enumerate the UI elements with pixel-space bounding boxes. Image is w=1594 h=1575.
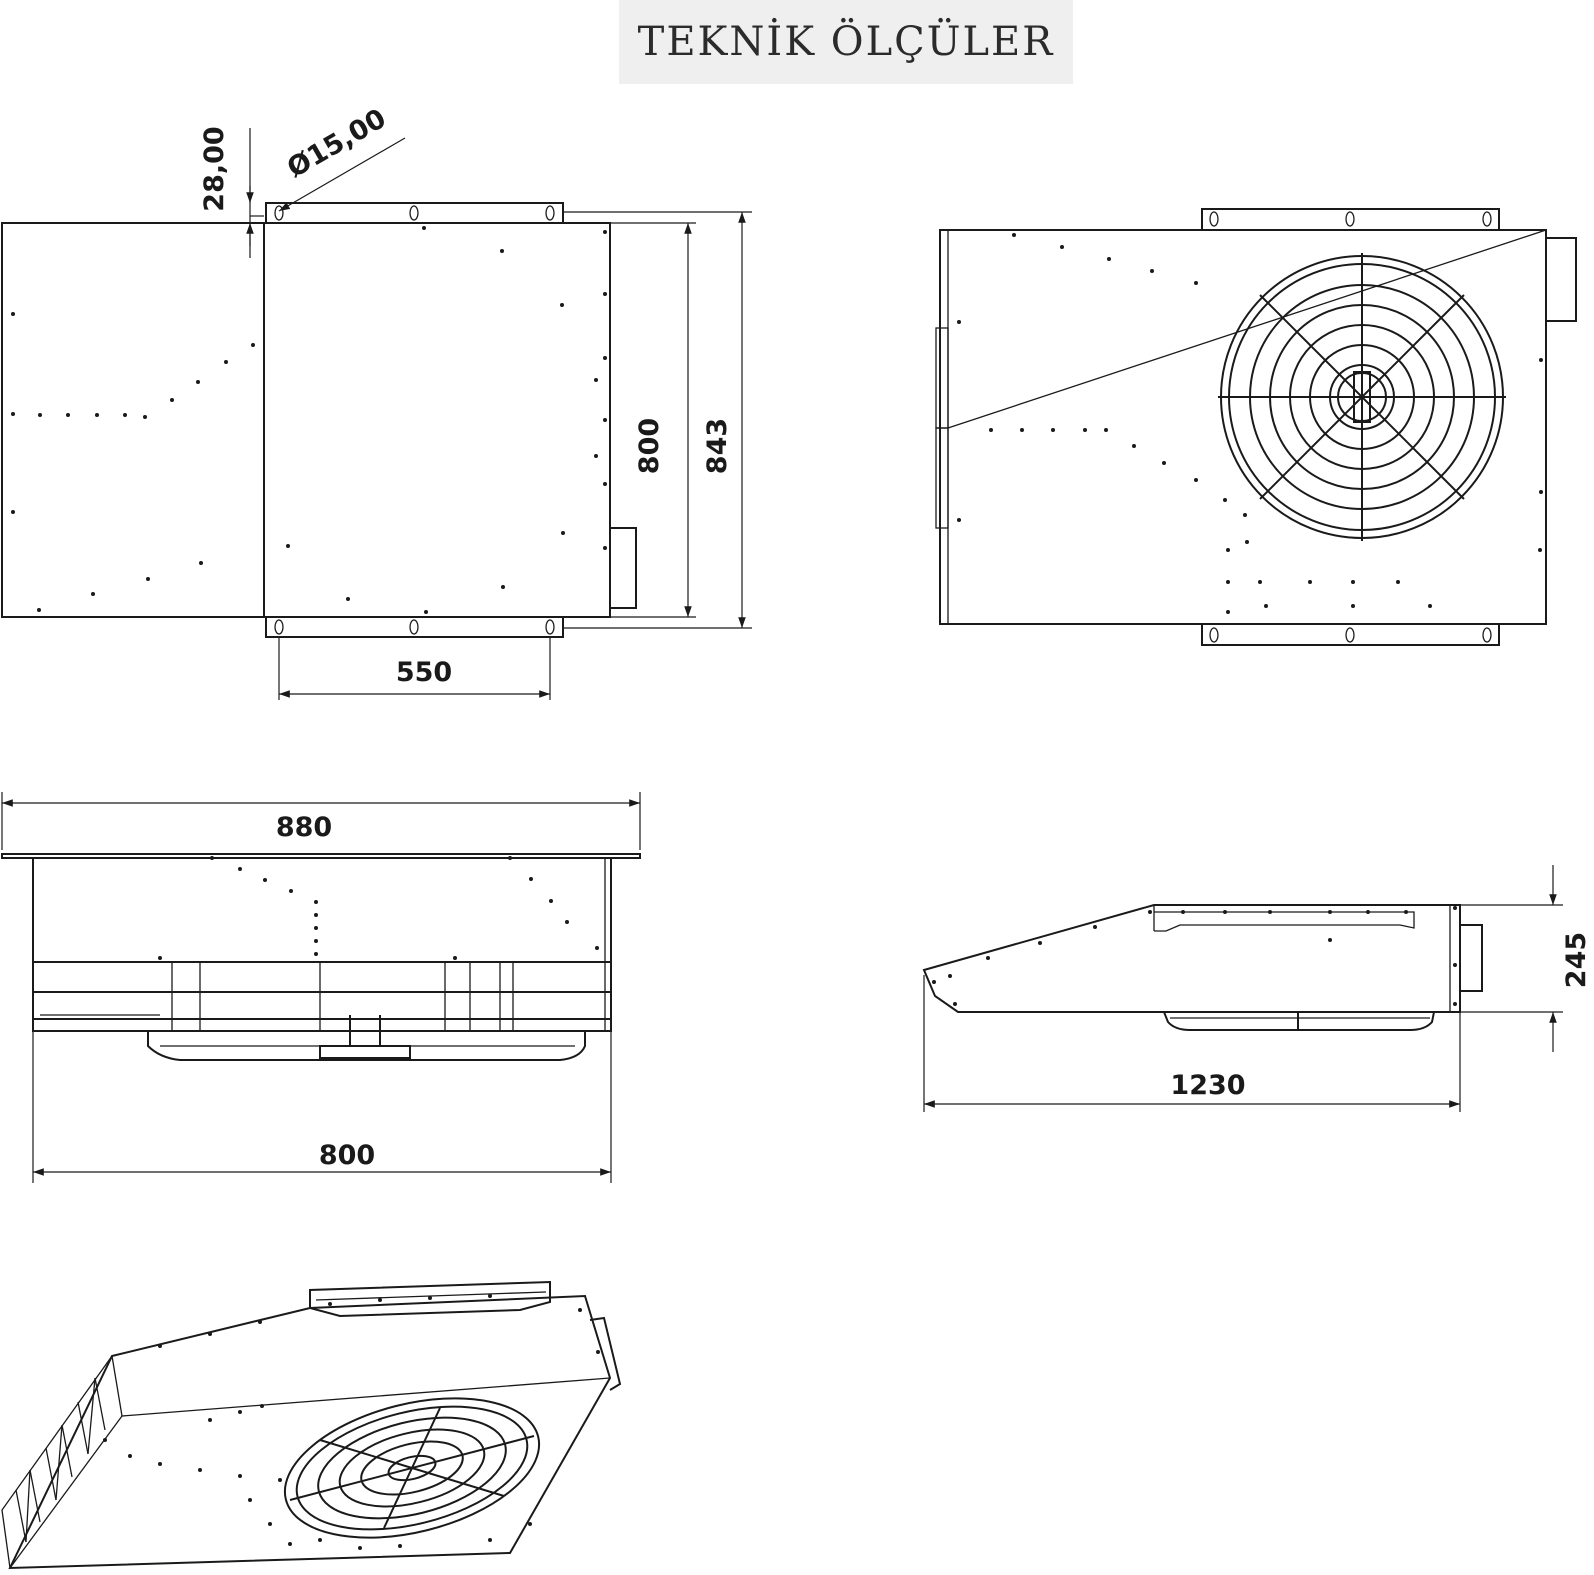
inner-height-label: 800 <box>634 418 665 474</box>
outer-height-label: 843 <box>702 418 733 474</box>
front-bottom-width-label: 800 <box>319 1140 375 1171</box>
side-length-label: 1230 <box>1170 1070 1245 1101</box>
isometric-fan <box>283 1397 541 1539</box>
front-view: 880 800 <box>1 792 641 1183</box>
front-top-width-label: 880 <box>276 812 332 843</box>
page-title: TEKNİK ÖLÇÜLER <box>637 19 1055 65</box>
side-view: 245 1230 <box>922 865 1592 1112</box>
top-view: 28,00 Ø15,00 550 800 843 <box>1 103 752 700</box>
side-height-label: 245 <box>1561 932 1592 988</box>
hole-diameter-label: Ø15,00 <box>282 103 391 184</box>
bottom-view <box>935 208 1577 646</box>
title-box: TEKNİK ÖLÇÜLER <box>619 0 1073 84</box>
hole-depth-label: 28,00 <box>199 126 230 211</box>
isometric-view <box>1 1280 622 1570</box>
fan-grille <box>1218 253 1506 541</box>
bracket-spacing-label: 550 <box>396 657 452 688</box>
